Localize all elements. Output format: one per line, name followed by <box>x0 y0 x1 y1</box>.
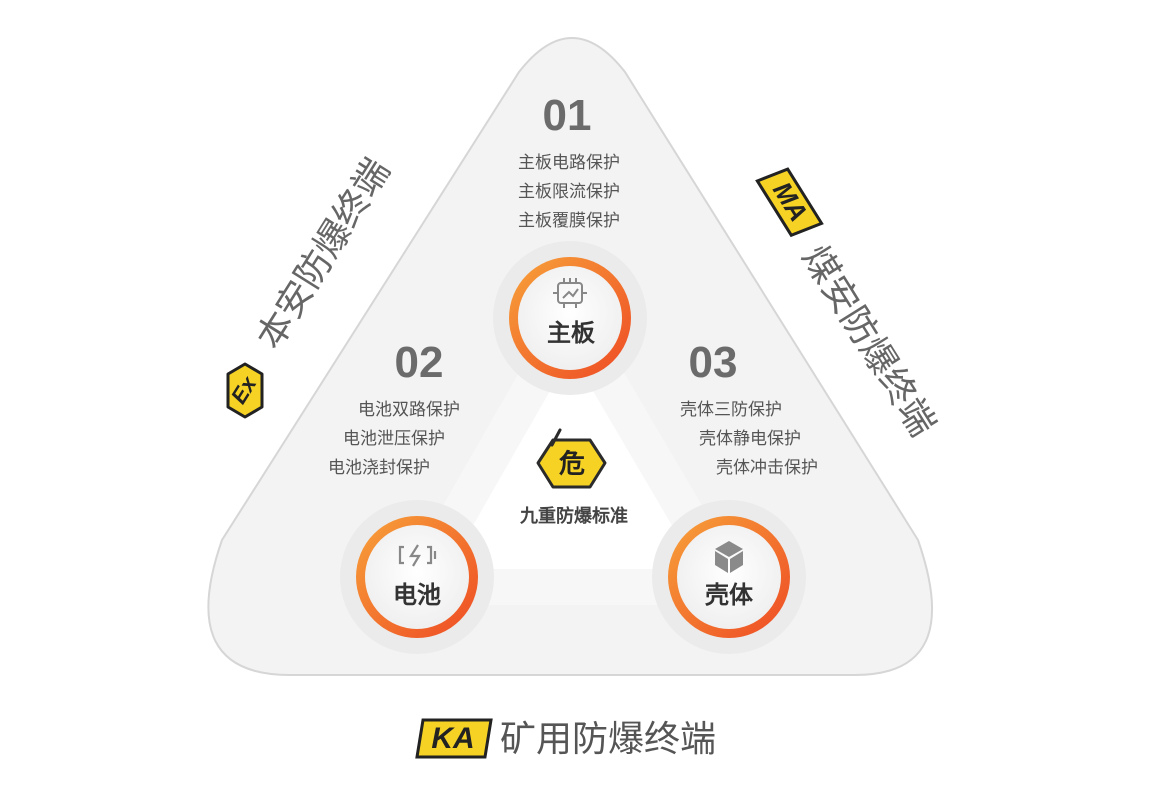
section-number-02: 02 <box>395 338 444 387</box>
feature-item: 主板限流保护 <box>518 182 620 202</box>
danger-badge: 危 <box>536 428 607 489</box>
danger-badge-text: 危 <box>559 449 585 480</box>
node-label-mainboard: 主板 <box>547 319 596 347</box>
node-battery: 电池 <box>340 500 494 654</box>
node-housing: 壳体 <box>652 500 806 654</box>
cube-icon <box>715 541 743 573</box>
section-number-01: 01 <box>543 91 592 140</box>
ka-badge: KA <box>415 718 493 759</box>
node-mainboard: 主板 <box>493 241 647 395</box>
ma-badge: MA <box>755 167 824 238</box>
feature-item: 电池泄压保护 <box>343 429 445 449</box>
feature-item: 电池双路保护 <box>358 400 460 420</box>
circuit-board-icon <box>553 278 587 308</box>
feature-item: 主板覆膜保护 <box>518 211 620 231</box>
ka-badge-text: KA <box>431 722 474 755</box>
feature-item: 电池浇封保护 <box>328 458 430 478</box>
node-label-battery: 电池 <box>393 581 441 609</box>
bottom-title: 矿用防爆终端 <box>500 719 716 760</box>
feature-item: 壳体三防保护 <box>680 400 782 420</box>
feature-item: 壳体静电保护 <box>699 429 801 449</box>
ex-badge: Ex <box>226 362 264 419</box>
center-label: 九重防爆标准 <box>519 505 628 527</box>
battery-charging-icon <box>398 544 437 567</box>
feature-item: 壳体冲击保护 <box>716 458 818 478</box>
section-number-03: 03 <box>689 338 738 387</box>
feature-item: 主板电路保护 <box>518 153 620 173</box>
node-label-housing: 壳体 <box>704 581 754 609</box>
